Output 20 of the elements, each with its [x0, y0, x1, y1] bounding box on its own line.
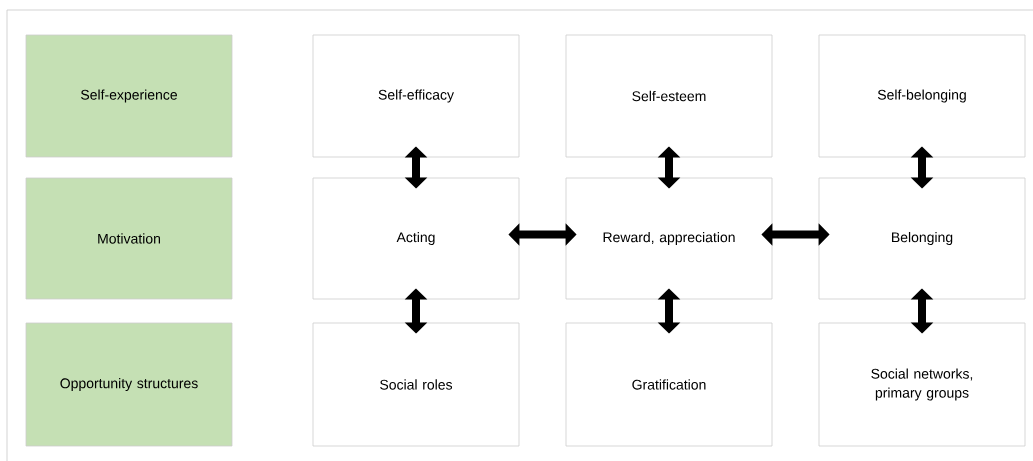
row-header-box: Opportunity structures: [25, 322, 233, 447]
concept-box: Self-efficacy: [312, 34, 520, 158]
double-arrow: [657, 146, 681, 189]
row-header-box: Motivation: [25, 177, 233, 300]
concept-box: Self-esteem: [565, 34, 773, 158]
double-arrow: [404, 288, 428, 334]
concept-box: Acting: [312, 177, 520, 300]
double-arrow: [910, 146, 934, 189]
double-arrow: [508, 223, 577, 246]
concept-box: Social roles: [312, 322, 520, 447]
double-arrow: [657, 288, 681, 334]
concept-box: Gratification: [565, 322, 773, 447]
double-arrow: [761, 223, 830, 246]
double-arrow: [910, 288, 934, 334]
concept-box: Belonging: [818, 177, 1026, 300]
concept-box: Social networks, primary groups: [818, 322, 1026, 447]
double-arrow: [404, 146, 428, 189]
concept-box: Self-belonging: [818, 34, 1026, 158]
row-header-box: Self-experience: [25, 34, 233, 158]
concept-box: Reward, appreciation: [565, 177, 773, 300]
